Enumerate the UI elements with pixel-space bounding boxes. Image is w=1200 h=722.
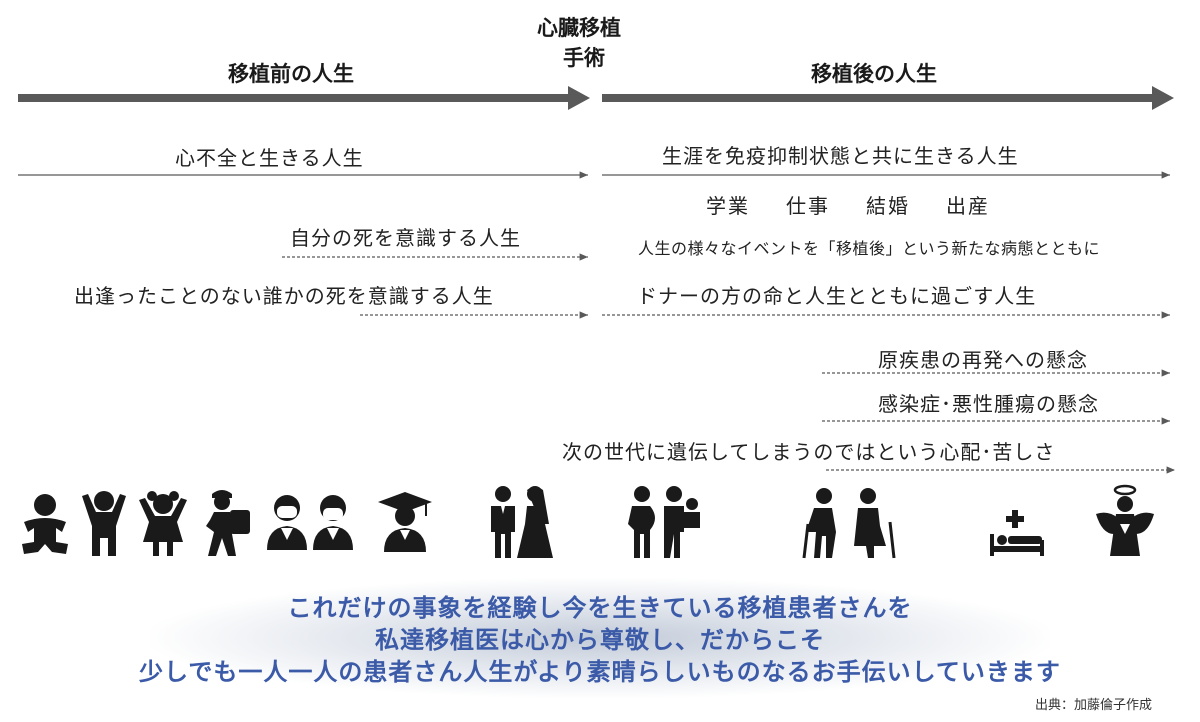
recurrence-concern-label: 原疾患の再発への懸念	[878, 348, 1088, 372]
immunosuppression-life-label: 生涯を免疫抑制状態と共に生きる人生	[662, 144, 1019, 168]
donor-death-awareness-label: 出逢ったことのない誰かの死を意識する人生	[74, 284, 494, 308]
own-death-awareness-label: 自分の死を意識する人生	[290, 226, 521, 250]
family-icon	[628, 486, 700, 558]
girl-icon	[139, 491, 187, 556]
source-credit: 出典：加藤倫子作成	[1034, 698, 1152, 713]
before-transplant-header: 移植前の人生	[228, 62, 354, 86]
infection-malignancy-concern-label: 感染症･悪性腫瘍の懸念	[878, 392, 1099, 416]
main-arrow-after	[602, 86, 1174, 110]
students-icon	[267, 495, 353, 550]
after-transplant-header: 移植後の人生	[811, 62, 937, 86]
event-marriage: 結婚	[866, 194, 910, 218]
donor-life-label: ドナーの方の命と人生とともに過ごす人生	[637, 284, 1037, 308]
surgery-header-line1: 心臓移植	[537, 16, 621, 40]
child-icon	[82, 491, 126, 556]
message-glow	[150, 578, 1050, 698]
heart-failure-life-label: 心不全と生きる人生	[175, 146, 364, 170]
baby-icon	[22, 494, 68, 554]
surgery-header-line2: 手術	[563, 46, 605, 70]
schoolchild-icon	[206, 490, 250, 556]
event-study: 学業	[706, 194, 750, 218]
event-work: 仕事	[786, 194, 830, 218]
elderly-couple-icon	[802, 488, 896, 559]
message-line-2: 私達移植医は心から尊敬し、だからこそ	[375, 626, 825, 654]
message-line-3: 少しでも一人一人の患者さん人生がより素晴らしいものなるお手伝いしていきます	[139, 658, 1061, 686]
new-disease-state-label: 人生の様々なイベントを「移植後」という新たな病態とともに	[638, 239, 1101, 258]
event-birth: 出産	[946, 194, 990, 218]
next-generation-worry-label: 次の世代に遺伝してしまうのではという心配･苦しさ	[562, 440, 1056, 464]
graduate-icon	[378, 492, 432, 552]
wedding-couple-icon	[491, 486, 553, 558]
life-events-list: 学業 仕事 結婚 出産	[706, 190, 1026, 219]
hospital-bed-icon	[990, 510, 1044, 556]
message-line-1: これだけの事象を経験し今を生きている移植患者さんを	[287, 594, 913, 622]
main-arrow-before	[18, 86, 590, 110]
angel-icon	[1096, 484, 1154, 556]
